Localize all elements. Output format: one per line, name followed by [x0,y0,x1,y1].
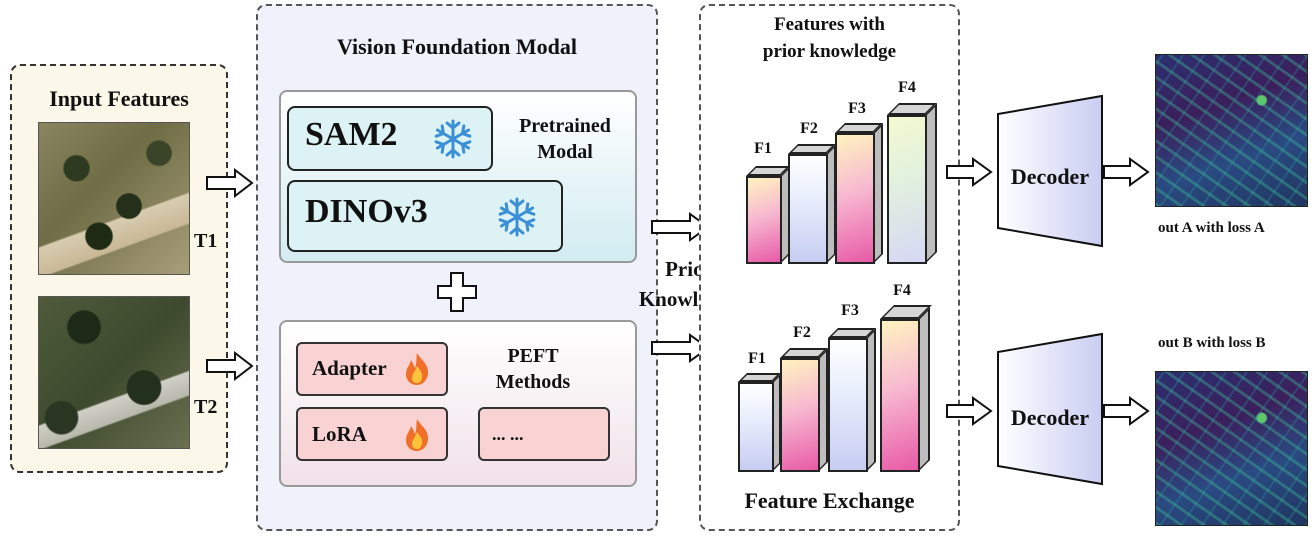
bar-label-f1-bottom: F1 [748,350,766,367]
peft-methods-label: PEFT Methods [478,343,588,395]
lora-label: LoRA [312,422,367,446]
bar-label-f2-top: F2 [800,120,818,137]
pretrained-label-line2: Modal [537,141,593,163]
sam2-box [287,106,493,171]
features-title-line1: Features with [774,14,885,35]
arrow-icon [1103,157,1150,187]
bar-label-f3-top: F3 [848,100,866,117]
bar-label-f4-top: F4 [898,79,916,96]
snowflake-icon [498,197,536,237]
bar-label-f4-bottom: F4 [893,282,911,299]
output-b-label: out B with loss B [1158,335,1266,351]
t1-image [38,122,190,275]
output-a-map [1155,54,1308,207]
feature-bar-f3-bottom [828,328,878,472]
more-methods-label: ... ... [492,424,524,444]
feature-exchange-label: Feature Exchange [744,488,915,513]
feature-bar-f2-top [788,144,838,264]
features-title-line2: prior knowledge [762,41,897,62]
bar-label-f2-bottom: F2 [793,324,811,341]
decoder-a-trapezoid [997,94,1103,248]
arrow-icon [946,157,993,187]
decoder-b-label: Decoder [1010,405,1090,430]
fire-icon [406,419,429,451]
sam2-label: SAM2 [305,116,398,153]
output-a-label: out A with loss A [1158,220,1265,236]
t2-image [38,296,190,449]
input-features-title: Input Features [49,86,189,111]
more-methods-box [478,407,610,461]
arrow-icon [1103,396,1150,426]
fire-icon [406,353,429,385]
pretrained-label-line1: Pretrained [519,115,611,137]
t1-label: T1 [194,230,218,252]
feature-bar-f2-bottom [780,348,830,472]
decoder-b-trapezoid [997,332,1103,486]
decoder-a-label: Decoder [1010,164,1090,189]
feature-bar-f4-bottom [880,305,932,472]
dinov3-label: DINOv3 [305,193,428,230]
arrow-icon [206,168,254,198]
peft-label-line2: Methods [495,371,571,393]
vfm-title: Vision Foundation Modal [336,34,578,59]
arrow-icon [946,396,993,426]
peft-label-line1: PEFT [507,345,559,367]
output-b-map [1155,371,1308,526]
feature-bar-f1-top [746,166,794,264]
bar-label-f3-bottom: F3 [841,302,859,319]
pretrained-modal-label: Pretrained Modal [500,113,630,165]
plus-icon [437,272,477,312]
snowflake-icon [434,119,472,159]
bar-label-f1-top: F1 [754,140,772,157]
feature-bar-f1-bottom [738,373,784,472]
feature-bar-f3-top [835,123,885,264]
t2-label: T2 [194,396,218,418]
features-title: Features with prior knowledge [699,11,960,65]
feature-bar-f4-top [887,103,937,264]
adapter-label: Adapter [312,356,387,380]
arrow-icon [206,351,254,381]
